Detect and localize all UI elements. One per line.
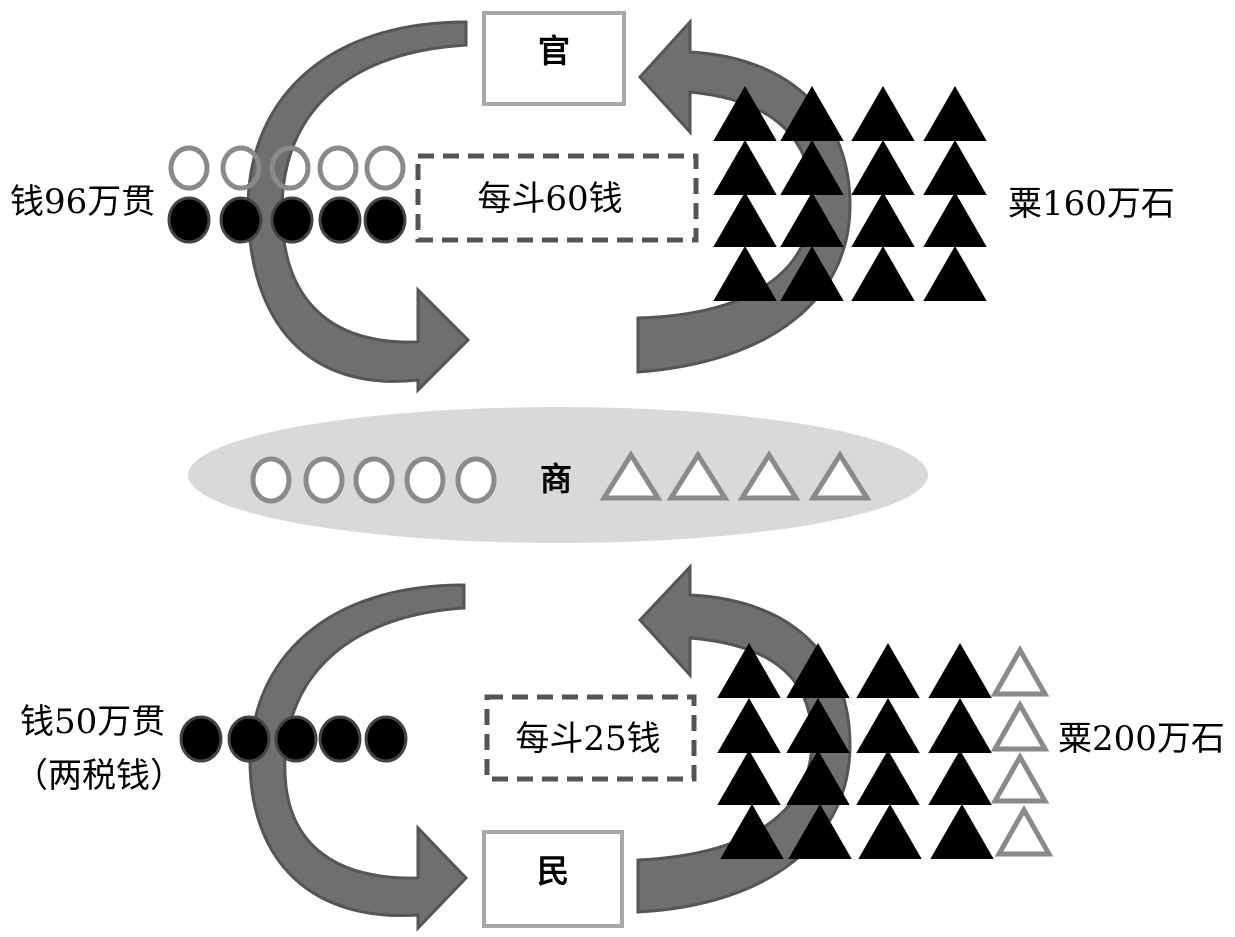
coin-open: [353, 456, 395, 504]
grain-triangle: [923, 85, 987, 141]
coin-open: [455, 456, 497, 504]
top-open-coins: [168, 145, 406, 191]
coin-filled: [219, 196, 263, 244]
coin-filled: [179, 715, 223, 763]
grain-triangle: [923, 191, 987, 247]
grain-triangle-open: [990, 644, 1050, 697]
grain-triangle: [713, 139, 777, 195]
merchant-open-coins: [250, 456, 497, 504]
coin-open: [220, 145, 262, 191]
grain-triangle: [858, 803, 922, 859]
grain-triangle-open: [666, 450, 730, 501]
grain-triangle: [717, 642, 781, 698]
grain-triangle: [851, 191, 915, 247]
grain-triangle: [851, 85, 915, 141]
top-filled-coins: [167, 196, 407, 244]
official-label: 官: [538, 32, 570, 70]
grain-triangle: [851, 139, 915, 195]
people-label: 民: [537, 852, 569, 890]
grain-triangle: [928, 642, 992, 698]
grain-triangle-open: [994, 804, 1054, 857]
coin-open: [269, 145, 311, 191]
top-money-label: 钱96万贯: [10, 182, 155, 222]
merchant-ellipse: [188, 407, 928, 543]
grain-triangle: [717, 749, 781, 805]
grain-triangle-open: [990, 751, 1050, 804]
bottom-price-label: 每斗25钱: [515, 719, 660, 759]
coin-open: [168, 145, 210, 191]
grain-triangle: [930, 803, 994, 859]
grain-triangle: [856, 697, 920, 753]
merchant-label: 商: [540, 460, 572, 498]
top-grain-filled: [713, 85, 987, 301]
coin-filled: [318, 715, 362, 763]
grain-triangle-open: [808, 450, 872, 501]
coin-filled: [318, 196, 362, 244]
coin-filled: [364, 715, 408, 763]
coin-open: [404, 456, 446, 504]
coin-open: [303, 456, 345, 504]
grain-triangle-open: [990, 699, 1050, 752]
grain-triangle-open: [599, 450, 663, 501]
coin-filled: [167, 196, 211, 244]
grain-triangle: [928, 749, 992, 805]
grain-triangle: [720, 803, 784, 859]
coin-filled: [227, 715, 271, 763]
grain-triangle: [786, 749, 850, 805]
bottom-grain-label: 粟200万石: [1058, 719, 1225, 759]
bottom-grain-open: [990, 644, 1054, 857]
grain-triangle: [851, 245, 915, 301]
grain-triangle: [717, 697, 781, 753]
top-price-box: [415, 153, 699, 243]
bottom-left-curved-arrow: [248, 583, 469, 932]
official-box: [482, 11, 626, 106]
grain-triangle: [780, 245, 844, 301]
coin-filled: [274, 715, 318, 763]
grain-triangle: [856, 749, 920, 805]
grain-triangle: [923, 245, 987, 301]
bottom-money-label-line1: 钱50万贯: [20, 702, 165, 742]
merchant-open-grain: [599, 450, 872, 501]
grain-triangle: [928, 697, 992, 753]
bottom-money-label-line2: （两税钱）: [14, 756, 184, 796]
top-price-label: 每斗60钱: [477, 179, 622, 219]
coin-filled: [363, 196, 407, 244]
top-grain-label: 粟160万石: [1008, 184, 1175, 224]
people-box: [482, 830, 624, 928]
top-left-curved-arrow: [246, 20, 471, 394]
bottom-grain-filled: [717, 642, 994, 859]
grain-triangle: [786, 642, 850, 698]
grain-triangle: [713, 245, 777, 301]
grain-triangle: [788, 803, 852, 859]
grain-triangle: [856, 642, 920, 698]
grain-triangle-open: [737, 450, 801, 501]
coin-filled: [270, 196, 314, 244]
bottom-price-box: [484, 694, 697, 782]
grain-triangle: [713, 191, 777, 247]
bottom-filled-coins: [179, 715, 408, 763]
coin-open: [364, 145, 406, 191]
grain-triangle: [923, 139, 987, 195]
coin-open: [317, 145, 359, 191]
coin-open: [250, 456, 292, 504]
